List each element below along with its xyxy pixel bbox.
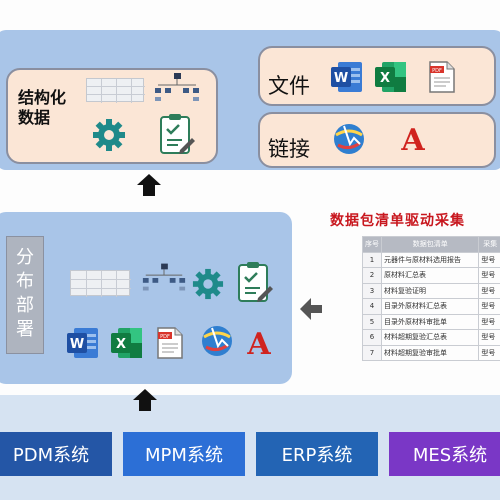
distributed-label: 分布部署 [16, 247, 34, 340]
row-no: 2 [362, 267, 382, 284]
header-no: 序号 [362, 236, 382, 253]
row-no: 3 [362, 282, 382, 299]
row-no: 5 [362, 313, 382, 330]
word-icon: W [331, 62, 362, 92]
gear-icon-2 [192, 268, 224, 300]
row-type: 型号 [478, 344, 500, 361]
row-type: 型号 [478, 267, 500, 284]
table-header-row: 序号 数据包清单 采集 [362, 236, 500, 253]
row-type: 型号 [478, 329, 500, 346]
system-erp: ERP系统 [256, 432, 378, 476]
checklist-clipboard-icon-2 [238, 262, 273, 302]
svg-text:W: W [334, 71, 348, 86]
distributed-label-box [6, 236, 44, 354]
globe-link-icon [334, 124, 364, 154]
row-name: 元器件与原材料选用报告 [380, 251, 480, 268]
tree-diagram-icon [155, 73, 199, 101]
row-type: 型号 [478, 251, 500, 268]
system-erp-label: ERP系统 [281, 445, 353, 466]
row-type: 型号 [478, 282, 500, 299]
svg-text:X: X [380, 71, 390, 86]
spreadsheet-thumbnail-2 [70, 270, 131, 297]
autocad-icon: A [400, 123, 425, 154]
checklist-clipboard-icon [160, 114, 195, 154]
svg-text:A: A [246, 327, 271, 358]
system-mes-label: MES系统 [412, 445, 488, 466]
header-type: 采集 [478, 236, 500, 253]
autocad-icon-2: A [246, 327, 271, 358]
row-name: 材料复验证明 [380, 282, 480, 299]
row-name: 材料超期复验汇总表 [380, 329, 480, 346]
svg-text:A: A [400, 123, 425, 154]
link-card-title: 链接 [268, 137, 310, 161]
row-type: 型号 [478, 313, 500, 330]
excel-icon-2: X [111, 328, 142, 358]
file-card-title: 文件 [268, 74, 310, 98]
word-icon-2: W [67, 328, 98, 358]
globe-link-icon-2 [202, 326, 232, 356]
checklist-title: 数据包清单驱动采集 [330, 213, 465, 229]
svg-text:X: X [116, 337, 126, 352]
arrow-up-top [137, 174, 161, 185]
excel-icon: X [375, 62, 406, 92]
row-no: 1 [362, 251, 382, 268]
row-no: 7 [362, 344, 382, 361]
system-pdm: PDM系统 [0, 432, 112, 476]
arrow-left-icon [300, 298, 322, 320]
row-type: 型号 [478, 298, 500, 315]
structured-data-title: 结构化数据 [18, 88, 67, 127]
system-mpm: MPM系统 [123, 432, 245, 476]
svg-text:W: W [70, 337, 84, 352]
svg-text:PDF: PDF [160, 334, 170, 340]
row-name: 原材料汇总表 [380, 267, 480, 284]
row-name: 目录外原材料汇总表 [380, 298, 480, 315]
spreadsheet-thumbnail [86, 78, 145, 103]
row-name: 目录外原材料审批单 [380, 313, 480, 330]
system-mpm-label: MPM系统 [145, 445, 223, 466]
tree-diagram-icon-2 [142, 263, 186, 291]
gear-icon [93, 119, 125, 151]
arrow-up-bottom-stem [139, 399, 151, 411]
link-card [258, 112, 496, 168]
arrow-up-bottom [133, 389, 157, 400]
arrow-up-top-stem [143, 184, 155, 196]
header-name: 数据包清单 [380, 236, 480, 253]
pdf-file-icon: PDF [429, 61, 455, 93]
system-mes: MES系统 [389, 432, 500, 476]
pdf-file-icon-2: PDF [157, 327, 183, 359]
row-no: 4 [362, 298, 382, 315]
row-name: 材料超期复验审批单 [380, 344, 480, 361]
svg-text:PDF: PDF [432, 68, 442, 74]
row-no: 6 [362, 329, 382, 346]
system-pdm-label: PDM系统 [12, 445, 90, 466]
